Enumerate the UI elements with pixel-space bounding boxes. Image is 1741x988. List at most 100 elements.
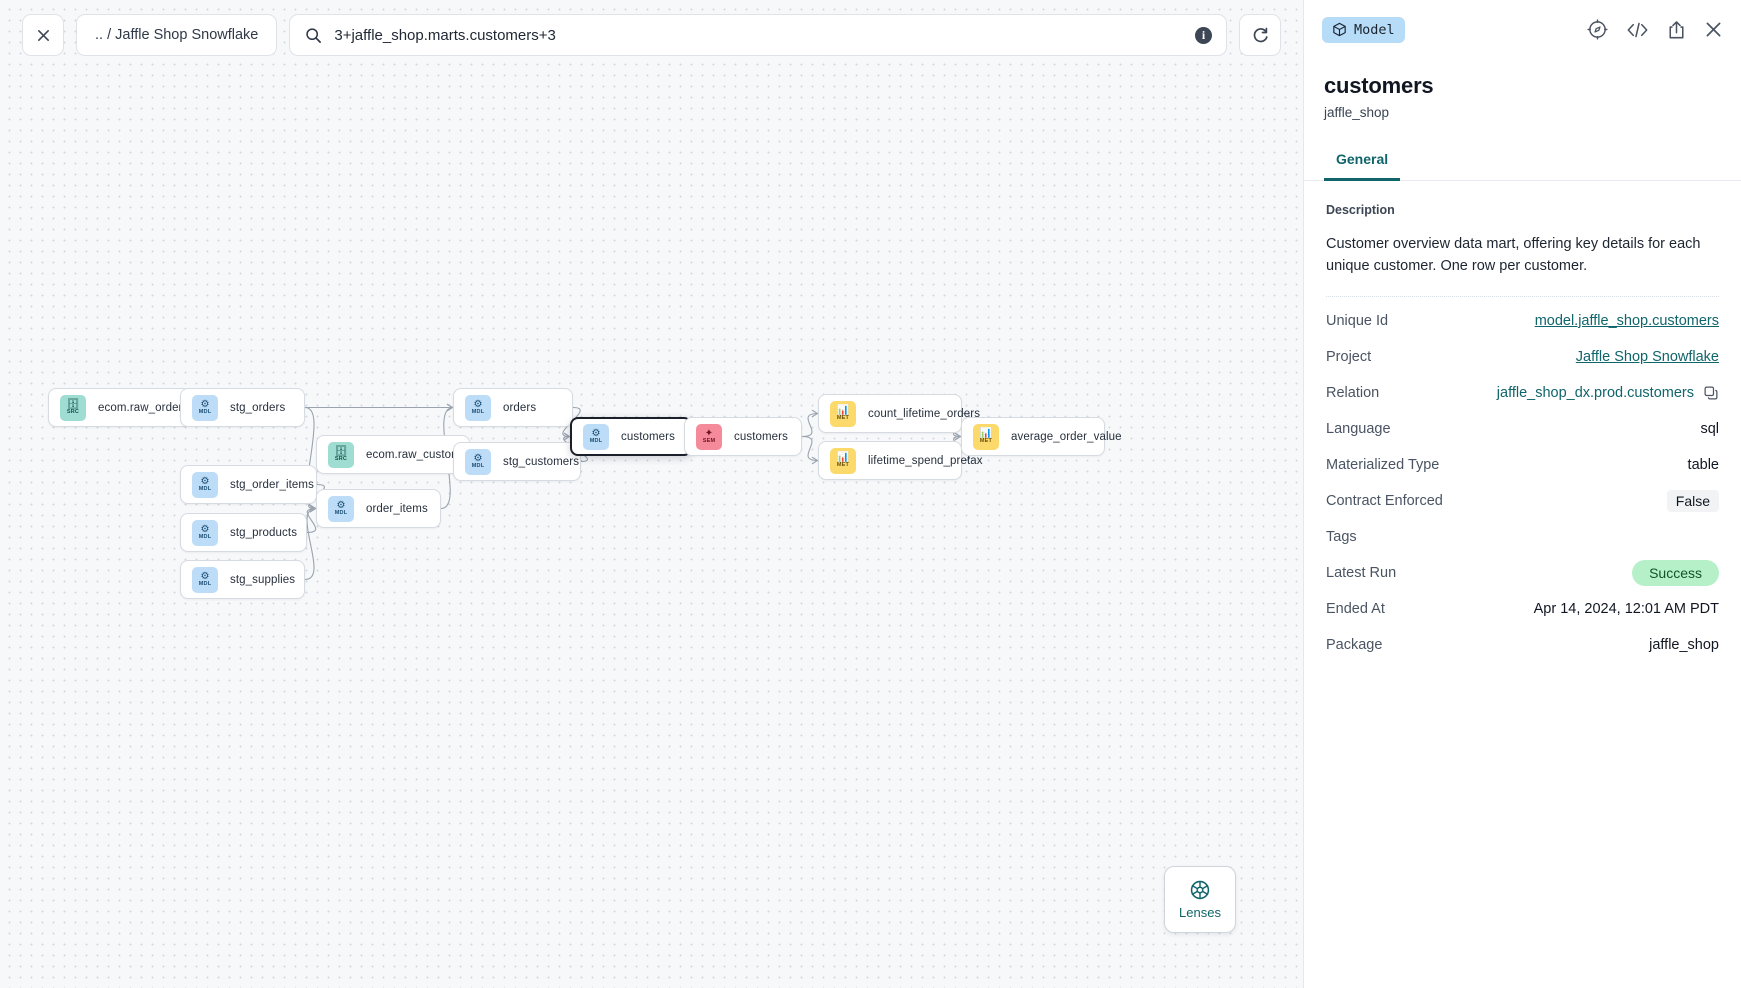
close-lineage-button[interactable] [22,14,64,56]
detail-row: Ended At Apr 14, 2024, 12:01 AM PDT [1326,591,1719,627]
node-kind-badge: Model [1322,16,1405,43]
explore-icon[interactable] [1587,19,1608,40]
graph-node-label: orders [503,401,537,414]
graph-node-label: average_order_value [1011,430,1122,443]
graph-node-label: stg_supplies [230,573,296,586]
graph-node-lifetime_spend_pretax[interactable]: 📊MET lifetime_spend_pretax [818,441,983,480]
info-icon[interactable]: i [1195,26,1212,44]
detail-row: Package jaffle_shop [1326,627,1719,663]
graph-node-label: customers [734,430,788,443]
node-kind-label: Model [1354,21,1395,38]
lenses-label: Lenses [1179,905,1221,920]
panel-header: customers jaffle_shop [1304,59,1741,120]
breadcrumb-button[interactable]: .. / Jaffle Shop Snowflake [76,14,278,56]
detail-row-value: table [1687,456,1719,473]
detail-row-value[interactable]: model.jaffle_shop.customers [1534,312,1719,329]
canvas-toolbar: .. / Jaffle Shop Snowflake i [0,0,1303,70]
graph-node-count_lifetime_orders[interactable]: 📊MET count_lifetime_orders [818,394,980,433]
close-icon[interactable] [1704,20,1723,39]
graph-node-stg_order_items[interactable]: ⚙MDL stg_order_items [180,465,317,504]
met-badge-icon: 📊MET [830,447,856,474]
refresh-button[interactable] [1239,14,1281,56]
detail-row-key: Unique Id [1326,312,1389,329]
graph-node-label: order_items [366,502,428,515]
divider [1326,295,1719,297]
refresh-icon [1253,27,1268,42]
close-icon [37,29,49,41]
aperture-icon [1190,880,1210,900]
mdl-badge-icon: ⚙MDL [192,519,218,546]
detail-row-key: Latest Run [1326,564,1397,581]
detail-row-value[interactable]: jaffle_shop_dx.prod.customers [1496,384,1694,401]
share-icon[interactable] [1667,20,1686,40]
lenses-button[interactable]: Lenses [1164,866,1236,933]
graph-node-label: count_lifetime_orders [868,407,981,420]
detail-row: Contract Enforced False [1326,483,1719,519]
search-input[interactable] [334,26,1183,44]
graph-node-customers_model[interactable]: ⚙MDL customers [570,417,692,456]
panel-top-bar: Model [1304,0,1741,59]
details-panel: Model [1303,0,1741,988]
mdl-badge-icon: ⚙MDL [192,471,218,498]
detail-row-key: Project [1326,348,1372,365]
detail-row-value: jaffle_shop [1649,636,1719,653]
detail-row-value[interactable]: Jaffle Shop Snowflake [1575,348,1719,365]
graph-node-label: lifetime_spend_pretax [868,454,983,467]
graph-node-ecom_raw_customers[interactable]: 🗄SRC ecom.raw_customers [316,435,477,474]
graph-node-order_items[interactable]: ⚙MDL order_items [316,489,441,528]
detail-row: Unique Id model.jaffle_shop.customers [1326,303,1719,339]
description-text: Customer overview data mart, offering ke… [1326,236,1701,275]
graph-node-label: ecom.raw_customers [366,448,478,461]
mdl-badge-icon: ⚙MDL [465,448,491,475]
mdl-badge-icon: ⚙MDL [583,423,609,450]
tab-general[interactable]: General [1324,142,1401,181]
detail-row-value: Apr 14, 2024, 12:01 AM PDT [1533,600,1719,617]
graph-node-orders[interactable]: ⚙MDL orders [453,388,573,427]
met-badge-icon: 📊MET [830,400,856,427]
graph-node-customers_semantic[interactable]: ✦SEM customers [684,417,802,456]
lineage-canvas[interactable]: .. / Jaffle Shop Snowflake i 🗄SRCecom.ra… [0,0,1303,988]
mdl-badge-icon: ⚙MDL [192,394,218,421]
detail-row: Materialized Type table [1326,447,1719,483]
detail-row-value: False [1666,489,1719,512]
description-label: Description [1326,203,1395,217]
graph-node-stg_products[interactable]: ⚙MDL stg_products [180,513,307,552]
detail-row-key: Contract Enforced [1326,492,1443,509]
graph-node-label: customers [621,430,675,443]
src-badge-icon: 🗄SRC [328,441,354,468]
page-title: customers [1324,73,1434,98]
mdl-badge-icon: ⚙MDL [465,394,491,421]
detail-row: Language sql [1326,411,1719,447]
panel-subtitle: jaffle_shop [1324,105,1390,120]
breadcrumb: .. / Jaffle Shop Snowflake [95,27,259,43]
detail-row-key: Tags [1326,528,1357,545]
panel-tabs: General [1304,142,1741,181]
panel-actions [1587,19,1723,40]
detail-row-key: Package [1326,636,1383,653]
code-icon[interactable] [1626,21,1649,39]
search-icon [306,27,322,43]
detail-row-key: Ended At [1326,600,1385,617]
copy-icon[interactable] [1703,385,1719,401]
src-badge-icon: 🗄SRC [60,394,86,421]
detail-row: Latest Run Success [1326,555,1719,591]
detail-row-key: Materialized Type [1326,456,1440,473]
detail-row-key: Relation [1326,384,1380,401]
mdl-badge-icon: ⚙MDL [328,495,354,522]
cube-icon [1333,22,1346,37]
graph-node-label: stg_products [230,526,298,539]
detail-row-value: sql [1700,420,1719,437]
status-badge: Success [1632,559,1719,586]
detail-row: Relation jaffle_shop_dx.prod.customers [1326,375,1719,411]
detail-row-key: Language [1326,420,1391,437]
sem-badge-icon: ✦SEM [696,423,722,450]
lineage-search-box[interactable]: i [289,14,1227,56]
graph-node-label: stg_order_items [230,478,314,491]
